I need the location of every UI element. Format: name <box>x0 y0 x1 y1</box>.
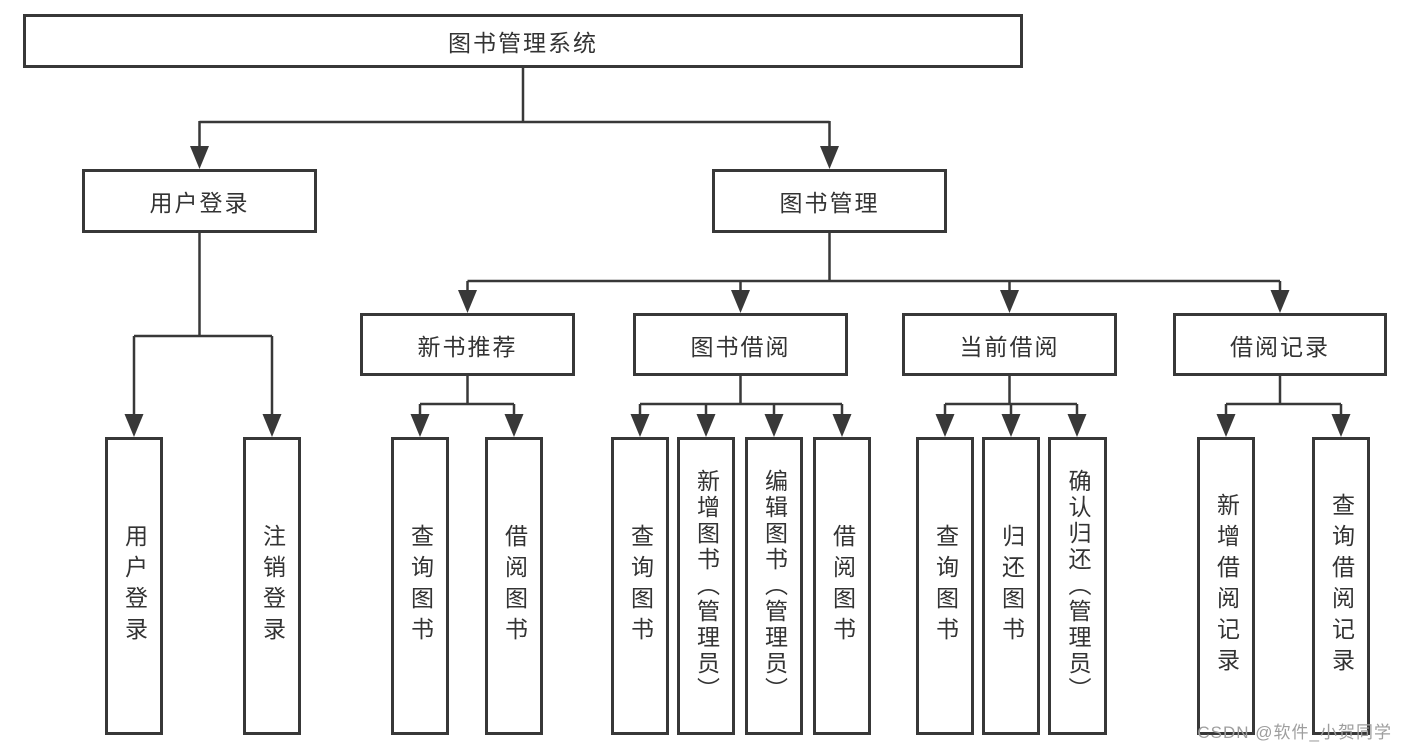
leaf-query-books-recommend: 查询图书 <box>391 437 449 735</box>
leaf-confirm-return-admin: 确认归还（管理员） <box>1048 437 1107 735</box>
leaf-add-book-admin: 新增图书（管理员） <box>677 437 735 735</box>
leaf-label: 查询借阅记录 <box>1328 493 1355 679</box>
leaf-label: 借阅图书 <box>501 524 528 648</box>
node-new-book-recommend: 新书推荐 <box>360 313 575 376</box>
leaf-query-borrow-record: 查询借阅记录 <box>1312 437 1370 735</box>
node-book-management: 图书管理 <box>712 169 947 233</box>
leaf-borrow-books: 借阅图书 <box>813 437 871 735</box>
node-user-login: 用户登录 <box>82 169 317 233</box>
leaf-edit-book-admin: 编辑图书（管理员） <box>745 437 803 735</box>
leaf-label: 查询图书 <box>932 524 959 648</box>
leaf-label: 查询图书 <box>627 524 654 648</box>
leaf-label: 确认归还（管理员） <box>1065 469 1091 703</box>
leaf-label: 借阅图书 <box>829 524 856 648</box>
leaf-label: 新增图书（管理员） <box>693 469 720 703</box>
connector-paths <box>132 68 1343 418</box>
leaf-borrow-books-recommend: 借阅图书 <box>485 437 543 735</box>
node-book-borrowing: 图书借阅 <box>633 313 848 376</box>
leaf-query-books-current: 查询图书 <box>916 437 974 735</box>
leaf-label: 用户登录 <box>121 524 148 648</box>
node-root: 图书管理系统 <box>23 14 1023 68</box>
leaf-label: 查询图书 <box>407 524 434 648</box>
leaf-query-books-borrow: 查询图书 <box>611 437 669 735</box>
leaf-label: 编辑图书（管理员） <box>761 469 788 703</box>
node-borrowing-records: 借阅记录 <box>1173 313 1387 376</box>
leaf-add-borrow-record: 新增借阅记录 <box>1197 437 1255 735</box>
csdn-watermark: CSDN @软件_小贺同学 <box>1197 723 1392 742</box>
arrowheads <box>124 146 1351 437</box>
leaf-user-login: 用户登录 <box>105 437 163 735</box>
leaf-label: 注销登录 <box>259 524 286 648</box>
leaf-return-book: 归还图书 <box>982 437 1040 735</box>
node-current-borrowing: 当前借阅 <box>902 313 1117 376</box>
leaf-label: 归还图书 <box>998 524 1025 648</box>
leaf-label: 新增借阅记录 <box>1213 493 1240 679</box>
leaf-logout: 注销登录 <box>243 437 301 735</box>
